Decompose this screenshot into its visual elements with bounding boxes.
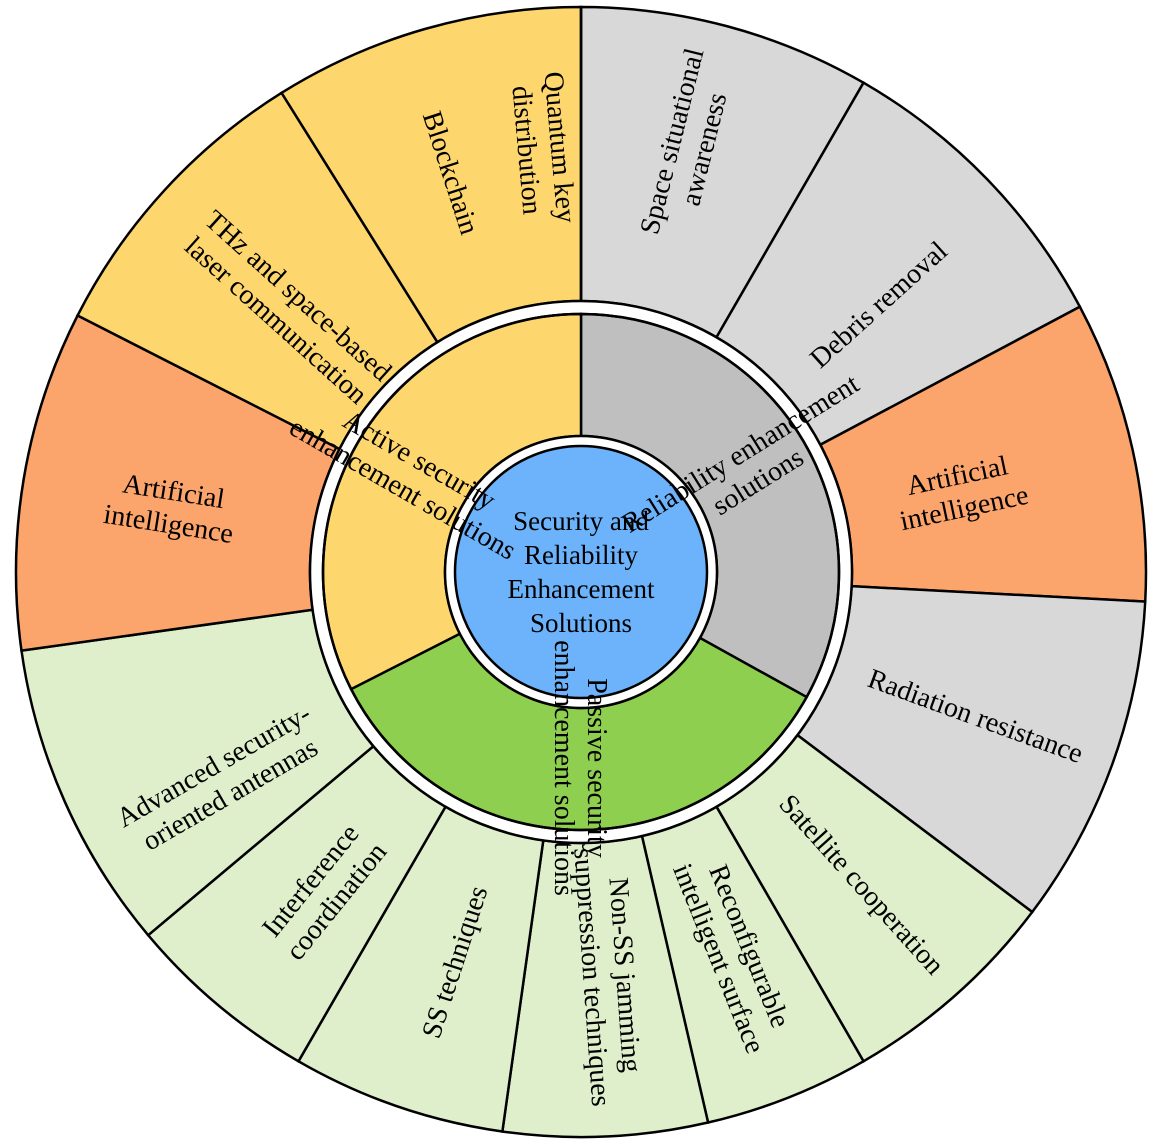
- category-ring-border: [321, 312, 841, 832]
- center-title-line: Solutions: [530, 608, 632, 638]
- category-label-passive: Passive securityenhancement solutions: [548, 640, 612, 896]
- center-title-line: Enhancement: [508, 574, 655, 604]
- outer-ring: [14, 5, 1148, 1139]
- category-label-passive-line: enhancement solutions: [548, 640, 579, 896]
- center-title-line: Reliability: [524, 540, 638, 570]
- category-label-passive-line: Passive security: [581, 678, 612, 858]
- center-title-line: Security and: [513, 506, 649, 536]
- center-hub: [453, 444, 709, 700]
